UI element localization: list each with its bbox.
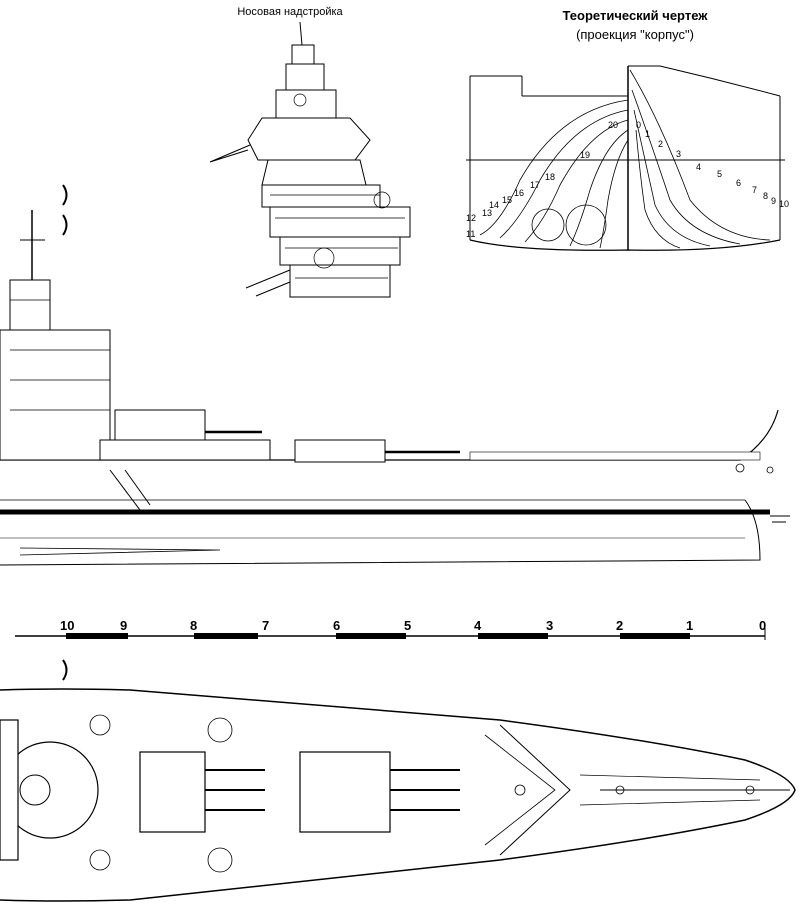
scale-mark-0: 0 <box>759 618 766 633</box>
station-6: 6 <box>736 178 741 188</box>
scale-mark-2: 2 <box>616 618 623 633</box>
lines-plan-frame <box>466 65 785 251</box>
forward-superstructure-sketch <box>209 21 411 298</box>
station-7: 7 <box>752 185 757 195</box>
scale-mark-9: 9 <box>120 618 127 633</box>
scale-mark-5: 5 <box>404 618 411 633</box>
deck-plan <box>0 659 796 902</box>
ship-side-profile <box>0 184 790 566</box>
scale-mark-1: 1 <box>686 618 693 633</box>
scale-mark-3: 3 <box>546 618 553 633</box>
station-4: 4 <box>696 162 701 172</box>
lines-plan-title: Теоретический чертеж <box>562 8 708 23</box>
station-20: 20 <box>608 120 618 130</box>
scale-mark-8: 8 <box>190 618 197 633</box>
station-0: 0 <box>636 120 641 130</box>
station-15: 15 <box>502 195 512 205</box>
station-19: 19 <box>580 150 590 160</box>
station-18: 18 <box>545 172 555 182</box>
station-8: 8 <box>763 191 768 201</box>
station-13: 13 <box>482 208 492 218</box>
station-5: 5 <box>717 169 722 179</box>
scale-bar: 10 9 8 7 6 5 4 3 2 1 0 <box>15 618 766 640</box>
station-10: 10 <box>779 199 789 209</box>
station-16: 16 <box>514 188 524 198</box>
station-9: 9 <box>771 196 776 206</box>
station-17: 17 <box>530 180 540 190</box>
superstructure-label: Носовая надстройка <box>237 6 343 18</box>
scale-mark-6: 6 <box>333 618 340 633</box>
station-1: 1 <box>645 129 650 139</box>
lines-plan-subtitle: (проекция "корпус") <box>576 27 694 42</box>
station-2: 2 <box>658 139 663 149</box>
station-14: 14 <box>489 200 499 210</box>
scale-mark-10: 10 <box>60 618 74 633</box>
scale-mark-7: 7 <box>262 618 269 633</box>
scale-mark-4: 4 <box>474 618 482 633</box>
station-11: 11 <box>466 229 475 239</box>
station-12: 12 <box>466 213 476 223</box>
station-numbers: 20 19 18 17 16 15 14 13 12 11 0 1 2 3 4 … <box>466 120 789 239</box>
station-3: 3 <box>676 149 681 159</box>
